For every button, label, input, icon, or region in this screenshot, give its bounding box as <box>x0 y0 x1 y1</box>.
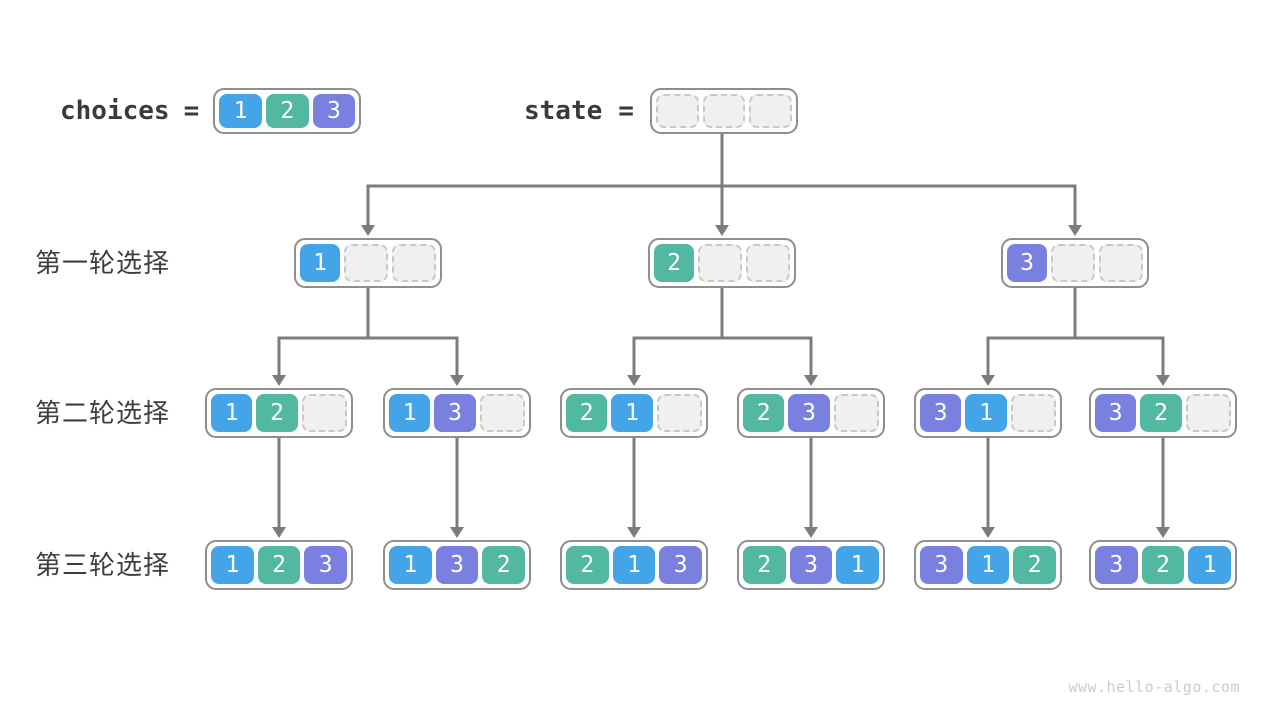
empty-cell <box>833 394 879 432</box>
empty-cell <box>344 244 388 282</box>
cell-value-3: 3 <box>659 546 703 584</box>
empty-cell <box>656 394 702 432</box>
empty-cell <box>479 394 525 432</box>
cell-value-1: 1 <box>300 244 340 282</box>
cell-value-1: 1 <box>389 394 431 432</box>
empty-cell <box>749 94 792 128</box>
cell-value-1: 1 <box>612 546 656 584</box>
cell-value-2: 2 <box>256 394 298 432</box>
cell-value-3: 3 <box>789 546 833 584</box>
empty-cell <box>1099 244 1143 282</box>
round1-state-2: 2 <box>648 238 796 288</box>
round1-state-3: 3 <box>1001 238 1149 288</box>
cell-value-3: 3 <box>435 546 479 584</box>
cell-value-2: 2 <box>743 394 785 432</box>
cell-value-1: 1 <box>836 546 880 584</box>
cell-value-1: 1 <box>211 546 254 584</box>
empty-cell <box>702 94 746 128</box>
cell-value-2: 2 <box>1141 546 1185 584</box>
cell-value-1: 1 <box>965 394 1007 432</box>
round1-state-1: 1 <box>294 238 442 288</box>
round-label-1: 第一轮选择 <box>35 248 171 278</box>
cell-value-1: 1 <box>211 394 253 432</box>
round-label-2: 第二轮选择 <box>35 398 171 428</box>
cell-value-1: 1 <box>389 546 432 584</box>
choices-label: choices <box>60 96 170 126</box>
watermark: www.hello-algo.com <box>1068 678 1240 696</box>
state-group: state = <box>524 88 798 134</box>
cell-value-3: 3 <box>920 546 963 584</box>
cell-value-2: 2 <box>566 546 609 584</box>
cell-value-2: 2 <box>257 546 301 584</box>
cell-value-1: 1 <box>219 94 262 128</box>
empty-cell <box>746 244 790 282</box>
state-equals-sign: = <box>618 96 634 126</box>
cell-value-3: 3 <box>1095 394 1137 432</box>
cell-value-1: 1 <box>1188 546 1232 584</box>
empty-cell <box>392 244 436 282</box>
empty-cell <box>698 244 742 282</box>
round-label-3: 第三轮选择 <box>35 550 171 580</box>
state-array-box <box>649 88 798 134</box>
empty-cell <box>1185 394 1231 432</box>
cell-value-3: 3 <box>1007 244 1047 282</box>
cell-value-2: 2 <box>1140 394 1182 432</box>
cell-value-3: 3 <box>788 394 830 432</box>
empty-cell <box>1010 394 1056 432</box>
choices-equals-sign: = <box>183 96 200 126</box>
empty-cell <box>301 394 347 432</box>
cell-value-3: 3 <box>312 94 356 128</box>
empty-cell <box>1051 244 1095 282</box>
cell-value-2: 2 <box>482 546 526 584</box>
cell-value-2: 2 <box>265 94 309 128</box>
state-label: state <box>524 96 603 126</box>
empty-cell <box>655 94 699 128</box>
cell-value-2: 2 <box>566 394 608 432</box>
cell-value-3: 3 <box>920 394 962 432</box>
cell-value-2: 2 <box>1013 546 1057 584</box>
cell-value-1: 1 <box>966 546 1010 584</box>
cell-value-2: 2 <box>654 244 694 282</box>
cell-value-3: 3 <box>1095 546 1138 584</box>
cell-value-3: 3 <box>434 394 476 432</box>
cell-value-1: 1 <box>611 394 653 432</box>
cell-value-2: 2 <box>743 546 786 584</box>
cell-value-3: 3 <box>304 546 348 584</box>
